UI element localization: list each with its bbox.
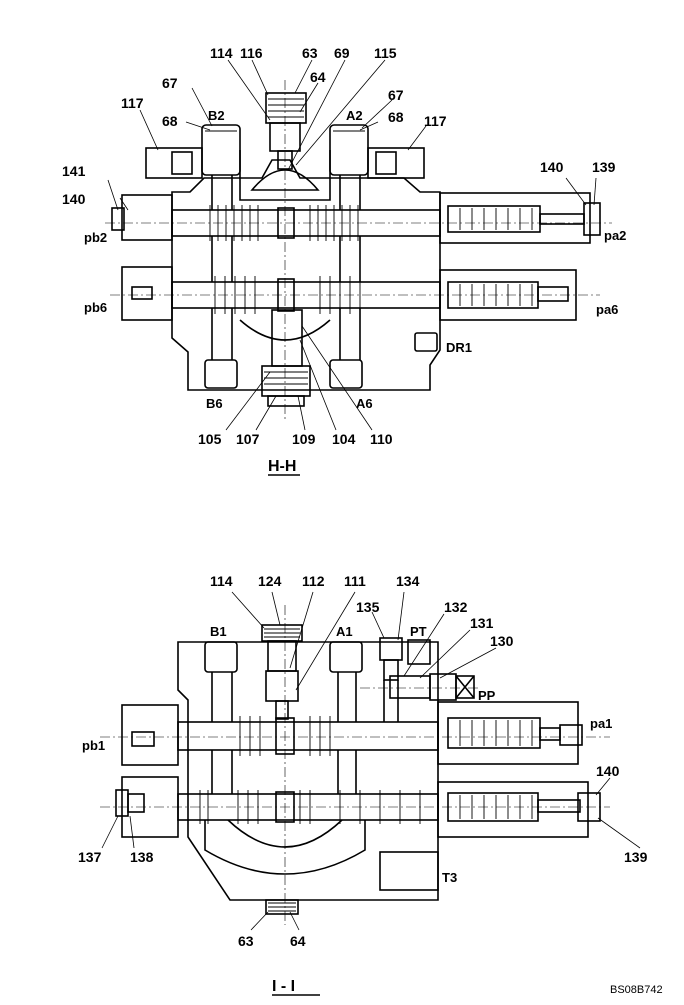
section-hh-drawing bbox=[105, 80, 612, 420]
port-t3: T3 bbox=[442, 870, 457, 885]
callout-67-left: 67 bbox=[162, 75, 178, 91]
hh-valve-body bbox=[171, 159, 441, 391]
callout-130: 130 bbox=[490, 633, 514, 649]
callout-124: 124 bbox=[258, 573, 282, 589]
port-a2: A2 bbox=[346, 108, 363, 123]
callout-116: 116 bbox=[240, 45, 263, 61]
callout-135: 135 bbox=[356, 599, 380, 615]
section-hh-callouts: 114 116 63 69 115 64 67 67 117 68 68 117… bbox=[62, 45, 616, 447]
callout-115: 115 bbox=[374, 45, 397, 61]
section-hh-leaders bbox=[107, 59, 597, 431]
port-pb2: pb2 bbox=[84, 230, 107, 245]
port-b6: B6 bbox=[206, 396, 223, 411]
callout-109: 109 bbox=[292, 431, 316, 447]
callout-140: 140 bbox=[596, 763, 620, 779]
callout-132: 132 bbox=[444, 599, 468, 615]
port-pa6: pa6 bbox=[596, 302, 618, 317]
port-dr1: DR1 bbox=[446, 340, 472, 355]
port-pp: PP bbox=[478, 688, 496, 703]
callout-117-left: 117 bbox=[121, 95, 144, 111]
port-a6: A6 bbox=[356, 396, 373, 411]
callout-140-right: 140 bbox=[540, 159, 564, 175]
ii-valve-body bbox=[177, 641, 439, 901]
section-hh-port-labels: B2 A2 pb2 pa2 pb6 pa6 DR1 B6 A6 bbox=[84, 108, 626, 411]
port-b1: B1 bbox=[210, 624, 227, 639]
section-ii-port-labels: B1 A1 PT PP pb1 pa1 T3 bbox=[82, 624, 612, 885]
port-a1: A1 bbox=[336, 624, 353, 639]
port-b2: B2 bbox=[208, 108, 225, 123]
section-hh-title: H-H bbox=[268, 458, 296, 475]
port-pb1: pb1 bbox=[82, 738, 105, 753]
drawing-code: BS08B742 bbox=[610, 984, 663, 996]
port-pt: PT bbox=[410, 624, 427, 639]
port-pb6: pb6 bbox=[84, 300, 107, 315]
section-ii-drawing bbox=[100, 605, 610, 925]
callout-105: 105 bbox=[198, 431, 222, 447]
callout-68-right: 68 bbox=[388, 109, 404, 125]
callout-117-right: 117 bbox=[424, 113, 447, 129]
callout-63: 63 bbox=[302, 45, 318, 61]
port-pa1: pa1 bbox=[590, 716, 612, 731]
callout-104: 104 bbox=[332, 431, 356, 447]
callout-139: 139 bbox=[624, 849, 648, 865]
callout-63: 63 bbox=[238, 933, 254, 949]
callout-140-left: 140 bbox=[62, 191, 86, 207]
port-pa2: pa2 bbox=[604, 228, 626, 243]
callout-69: 69 bbox=[334, 45, 350, 61]
callout-134: 134 bbox=[396, 573, 420, 589]
callout-137: 137 bbox=[78, 849, 102, 865]
callout-141: 141 bbox=[62, 163, 86, 179]
callout-68-left: 68 bbox=[162, 113, 178, 129]
callout-139: 139 bbox=[592, 159, 616, 175]
section-ii-callouts: 114 124 112 111 134 135 132 131 130 140 … bbox=[78, 573, 648, 949]
callout-111: 111 bbox=[344, 573, 366, 589]
callout-138: 138 bbox=[130, 849, 154, 865]
section-ii-title: I - I bbox=[272, 978, 295, 995]
callout-107: 107 bbox=[236, 431, 260, 447]
callout-114: 114 bbox=[210, 45, 233, 61]
callout-110: 110 bbox=[370, 431, 393, 447]
callout-131: 131 bbox=[470, 615, 494, 631]
callout-64: 64 bbox=[310, 69, 326, 85]
callout-112: 112 bbox=[302, 573, 325, 589]
callout-67-right: 67 bbox=[388, 87, 404, 103]
section-ii-leaders bbox=[101, 591, 641, 931]
callout-114: 114 bbox=[210, 573, 233, 589]
callout-64: 64 bbox=[290, 933, 306, 949]
